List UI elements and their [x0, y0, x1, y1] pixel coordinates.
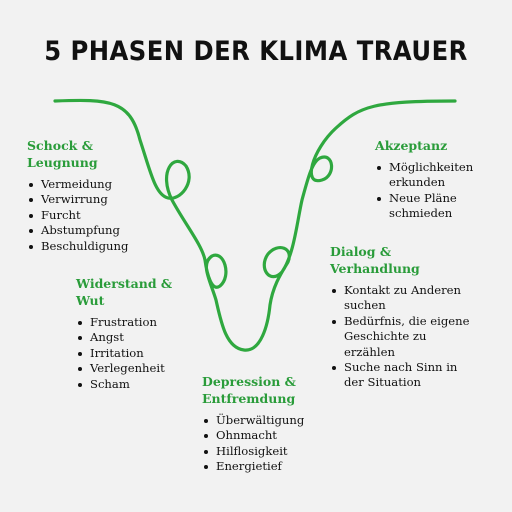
phase-items: Vermeidung Verwirrung Furcht Abstumpfung… — [27, 177, 147, 254]
phase-dialog: Dialog & Verhandlung Kontakt zu Anderen … — [330, 243, 470, 391]
list-item: Suche nach Sinn in der Situation — [330, 360, 470, 391]
list-item: Vermeidung — [27, 177, 147, 192]
phase-heading: Widerstand & Wut — [76, 276, 173, 308]
list-item: Abstumpfung — [27, 223, 147, 238]
phase-schock: Schock & Leugnung Vermeidung Verwirrung … — [27, 137, 147, 254]
list-item: Hilflosigkeit — [202, 444, 312, 459]
grief-curve-line — [53, 98, 457, 352]
phase-heading: Depression & Entfremdung — [202, 374, 296, 406]
phase-widerstand: Widerstand & Wut Frustration Angst Irrit… — [76, 275, 186, 392]
list-item: Beschuldigung — [27, 239, 147, 254]
phase-heading: Akzeptanz — [375, 138, 448, 153]
phase-depression: Depression & Entfremdung Überwältigung O… — [202, 373, 312, 475]
phase-items: Kontakt zu Anderen suchen Bedürfnis, die… — [330, 283, 470, 391]
list-item: Bedürfnis, die eigene Geschichte zu erzä… — [330, 314, 470, 360]
phase-items: Möglichkeiten erkunden Neue Pläne schmie… — [375, 160, 495, 222]
list-item: Neue Pläne schmieden — [375, 191, 495, 222]
phase-akzeptanz: Akzeptanz Möglichkeiten erkunden Neue Pl… — [375, 137, 495, 222]
list-item: Kontakt zu Anderen suchen — [330, 283, 470, 314]
list-item: Ohnmacht — [202, 428, 312, 443]
phase-heading: Schock & Leugnung — [27, 138, 98, 170]
list-item: Energietief — [202, 459, 312, 474]
list-item: Irritation — [76, 346, 186, 361]
list-item: Scham — [76, 377, 186, 392]
list-item: Verlegenheit — [76, 361, 186, 376]
phase-heading: Dialog & Verhandlung — [330, 244, 420, 276]
list-item: Möglichkeiten erkunden — [375, 160, 495, 191]
page-title: 5 PHASEN DER KLIMA TRAUER — [44, 36, 468, 67]
list-item: Furcht — [27, 208, 147, 223]
list-item: Angst — [76, 330, 186, 345]
phase-items: Frustration Angst Irritation Verlegenhei… — [76, 315, 186, 392]
list-item: Frustration — [76, 315, 186, 330]
list-item: Überwältigung — [202, 413, 312, 428]
phase-items: Überwältigung Ohnmacht Hilflosigkeit Ene… — [202, 413, 312, 475]
list-item: Verwirrung — [27, 192, 147, 207]
